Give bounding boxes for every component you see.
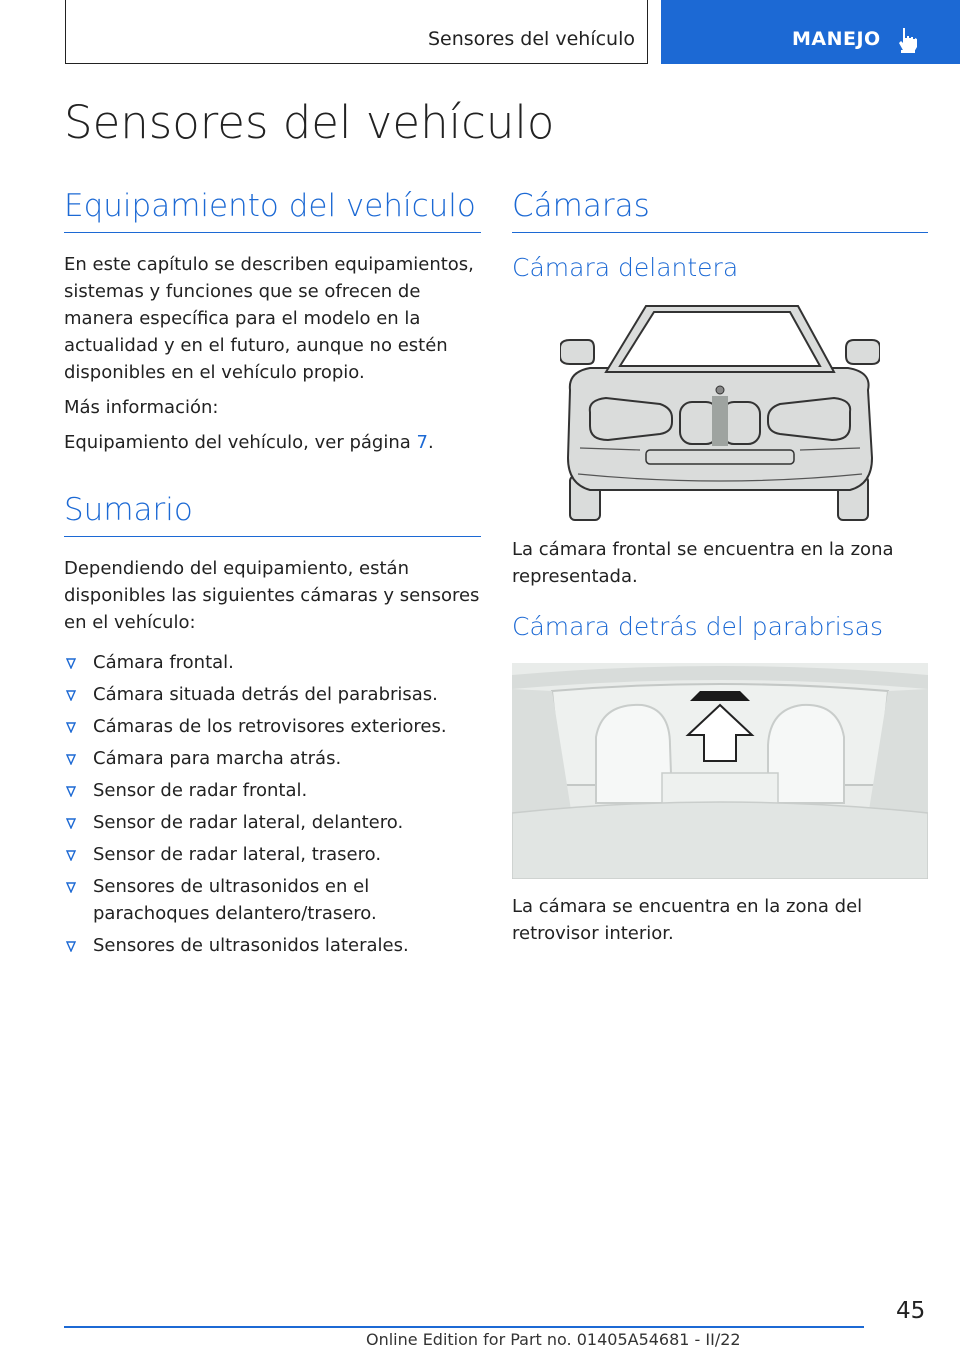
header-section-box: Sensores del vehículo: [65, 0, 648, 64]
hand-pointer-icon: [899, 28, 917, 53]
list-item: Sensor de radar lateral, trasero.: [64, 841, 481, 868]
list-item: Sensores de ultrasonidos laterales.: [64, 932, 481, 959]
footer-divider: [64, 1326, 864, 1328]
more-info-label: Más información:: [64, 397, 219, 418]
reference-text: Equipamiento del vehículo, ver página: [64, 432, 417, 453]
bullet-triangle-icon: [66, 754, 76, 765]
equipment-paragraph: En este capítulo se describen equipamien…: [64, 254, 474, 383]
bullet-triangle-icon: [66, 850, 76, 861]
bullet-triangle-icon: [66, 786, 76, 797]
list-item: Sensor de radar lateral, delantero.: [64, 809, 481, 836]
list-item: Cámara situada detrás del parabrisas.: [64, 681, 481, 708]
chapter-tab[interactable]: MANEJO: [661, 0, 960, 64]
windshield-camera-caption: La cámara se encuentra en la zona del re…: [512, 896, 863, 944]
list-item: Cámara para marcha atrás.: [64, 745, 481, 772]
page-title: Sensores del vehículo: [64, 96, 555, 149]
list-item: Cámaras de los retrovisores exteriores.: [64, 713, 481, 740]
front-camera-heading: Cámara delantera: [512, 253, 739, 282]
bullet-triangle-icon: [66, 690, 76, 701]
list-item: Sensores de ultrasonidos en el parachoqu…: [64, 873, 481, 927]
windshield-camera-heading: Cámara detrás del parabrisas: [512, 612, 884, 641]
chapter-tab-label: MANEJO: [792, 28, 881, 50]
bullet-triangle-icon: [66, 941, 76, 952]
page-number: 45: [896, 1298, 926, 1324]
equipment-heading: Equipamiento del vehículo: [64, 188, 481, 233]
bullet-triangle-icon: [66, 722, 76, 733]
equipment-reference: Equipamiento del vehículo, ver página 7.: [64, 429, 481, 456]
page-reference-link[interactable]: 7: [416, 432, 428, 453]
left-column: Equipamiento del vehículo En este capítu…: [64, 188, 481, 964]
header-section-title: Sensores del vehículo: [427, 28, 635, 50]
cameras-heading: Cámaras: [512, 188, 928, 233]
summary-intro: Dependiendo del equipamiento, están disp…: [64, 558, 480, 633]
footer-edition: Online Edition for Part no. 01405A54681 …: [366, 1330, 741, 1349]
bullet-triangle-icon: [66, 882, 76, 893]
right-column: Cámaras Cámara delantera La cámara front…: [512, 188, 928, 947]
list-item: Cámara frontal.: [64, 649, 481, 676]
summary-heading: Sumario: [64, 492, 481, 537]
reference-end: .: [427, 432, 434, 453]
front-camera-caption: La cámara frontal se encuentra en la zon…: [512, 539, 894, 587]
windshield-camera-illustration: [512, 663, 928, 879]
bullet-triangle-icon: [66, 818, 76, 829]
list-item: Sensor de radar frontal.: [64, 777, 481, 804]
sensor-list: Cámara frontal. Cámara situada detrás de…: [64, 649, 481, 959]
front-camera-illustration: [560, 305, 880, 521]
bullet-triangle-icon: [66, 658, 76, 669]
